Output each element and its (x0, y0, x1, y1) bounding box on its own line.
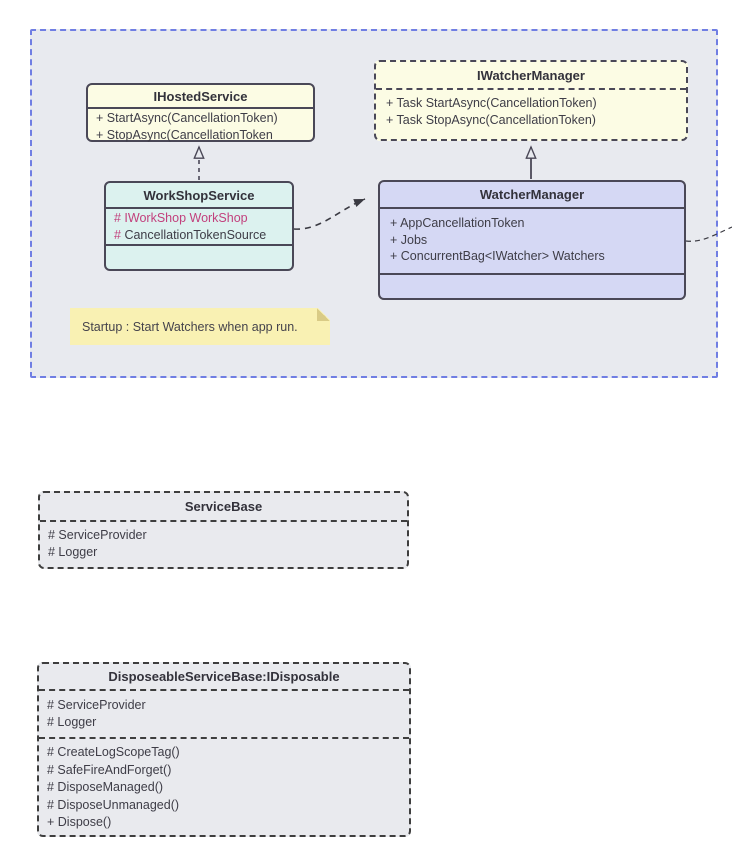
field-appcancellationtoken: + AppCancellationToken (390, 216, 525, 230)
field-serviceprovider: # ServiceProvider (47, 698, 146, 712)
field-cancellationtokensource: # CancellationTokenSource (114, 227, 284, 244)
member-task-stopasync: + Task StopAsync(CancellationToken) (386, 112, 596, 127)
class-workshopservice: WorkShopService # IWorkShop WorkShop # C… (104, 181, 294, 271)
class-servicebase: ServiceBase # ServiceProvider # Logger (38, 491, 409, 569)
field-iworkshop: # IWorkShop WorkShop (114, 211, 248, 225)
members-ihostedservice: + StartAsync(CancellationToken) + StopAs… (88, 109, 313, 144)
method-dispose: + Dispose() (47, 815, 112, 830)
method-disposemanaged: # DisposeManaged() (47, 780, 164, 795)
class-watchermanager: WatcherManager + AppCancellationToken + … (378, 180, 686, 300)
field-logger: # Logger (47, 715, 97, 729)
sticky-note-startup: Startup : Start Watchers when app run. (70, 308, 330, 345)
class-disposeableservicebase: DisposeableServiceBase:IDisposable # Ser… (37, 662, 411, 837)
member-task-startasync: + Task StartAsync(CancellationToken) (386, 96, 597, 110)
class-iwatchermanager: IWatcherManager + Task StartAsync(Cancel… (374, 60, 688, 141)
class-title-watchermanager: WatcherManager (380, 182, 684, 209)
class-title-ihostedservice: IHostedService (88, 85, 313, 109)
method-disposeunmanaged: # DisposeUnmanaged() (47, 797, 180, 812)
field-name-text: CancellationTokenSource (124, 227, 267, 242)
member-stopasync: + StopAsync(CancellationToken (96, 127, 273, 142)
sticky-note-text: Startup : Start Watchers when app run. (82, 319, 298, 334)
members-iwatchermanager: + Task StartAsync(CancellationToken) + T… (376, 90, 686, 133)
field-jobs: + Jobs (390, 232, 428, 247)
field-concurrentbag-watchers: + ConcurrentBag<IWatcher> Watchers (390, 249, 605, 263)
field-logger: # Logger (48, 545, 98, 559)
methods-disposeableservicebase: # CreateLogScopeTag() # SafeFireAndForge… (39, 737, 409, 837)
fields-workshopservice: # IWorkShop WorkShop # CancellationToken… (106, 209, 292, 244)
member-startasync: + StartAsync(CancellationToken) (96, 111, 278, 125)
fields-disposeableservicebase: # ServiceProvider # Logger (39, 691, 409, 737)
empty-section-workshopservice (106, 244, 292, 269)
class-ihostedservice: IHostedService + StartAsync(Cancellation… (86, 83, 315, 142)
field-hash-prefix: # (114, 227, 121, 242)
fields-watchermanager: + AppCancellationToken + Jobs + Concurre… (380, 209, 684, 273)
method-createlogscopetag: # CreateLogScopeTag() (47, 745, 180, 759)
empty-section-watchermanager (380, 273, 684, 298)
class-title-workshopservice: WorkShopService (106, 183, 292, 209)
class-title-disposeableservicebase: DisposeableServiceBase:IDisposable (39, 664, 409, 691)
method-safefireandforget: # SafeFireAndForget() (47, 762, 172, 777)
class-title-iwatchermanager: IWatcherManager (376, 62, 686, 90)
field-serviceprovider: # ServiceProvider (48, 528, 147, 542)
fields-servicebase: # ServiceProvider # Logger (40, 522, 407, 566)
class-title-servicebase: ServiceBase (40, 493, 407, 522)
